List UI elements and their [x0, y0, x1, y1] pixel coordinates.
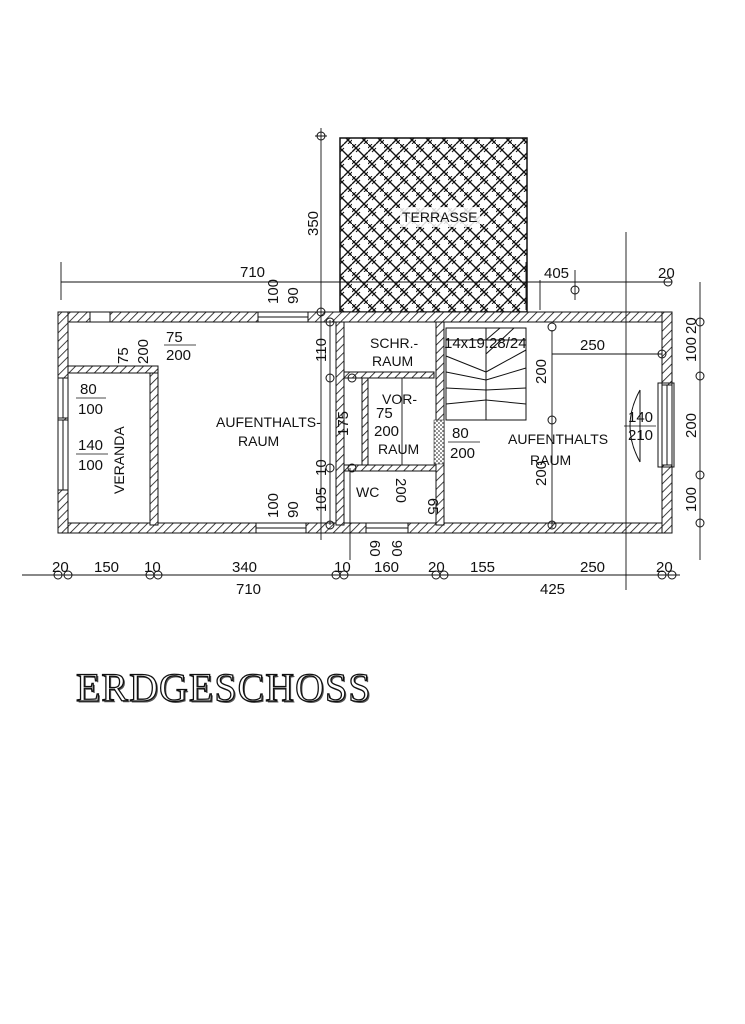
dim-100-bottom: 100	[265, 493, 282, 518]
dim-20-top: 20	[658, 265, 675, 282]
dim-80: 80	[80, 381, 97, 398]
dim-200-right-a: 200	[533, 359, 550, 384]
svg-text:155: 155	[470, 559, 495, 576]
dim-90-bottom: 90	[285, 501, 302, 518]
dim-90-wc: 90	[388, 540, 405, 557]
windows	[57, 311, 673, 534]
dim-80-door: 80	[452, 425, 469, 442]
dim-75-win: 75	[166, 329, 183, 346]
staircase	[445, 327, 527, 421]
svg-text:20: 20	[428, 559, 445, 576]
hall-label-2: RAUM	[378, 441, 419, 457]
dim-405: 405	[544, 265, 569, 282]
dim-710-bottom: 710	[236, 581, 261, 598]
floor-title: ERDGESCHOSS	[75, 664, 372, 710]
living-right-label-2: RAUM	[530, 452, 571, 468]
dim-col-100a: 100	[683, 337, 700, 362]
dim-425-bottom: 425	[540, 581, 565, 598]
stair-label: 14x19.28/24	[444, 335, 527, 352]
dim-75-vert: 75	[115, 347, 132, 364]
svg-text:10: 10	[144, 559, 161, 576]
dim-710-top: 710	[240, 264, 265, 281]
svg-text:250: 250	[580, 559, 605, 576]
dim-col-100b: 100	[683, 487, 700, 512]
dim-col-200: 200	[683, 413, 700, 438]
wc-label: WC	[356, 484, 379, 500]
dim-60: 60	[366, 540, 383, 557]
terrace-label: TERRASSE	[402, 209, 477, 225]
bottom-dimension-chain: 20 150 10 340 10 160 20 155 250 20 710 4…	[52, 559, 673, 598]
hall-label-1: VOR-	[382, 391, 417, 407]
dim-200-door: 200	[374, 423, 399, 440]
dim-10: 10	[313, 459, 330, 476]
dim-200-vert: 200	[135, 339, 152, 364]
dim-75-door: 75	[376, 405, 393, 422]
dimension-markers	[53, 131, 705, 580]
dim-col-20: 20	[683, 317, 700, 334]
living-right-label-1: AUFENTHALTS	[508, 431, 608, 447]
svg-text:20: 20	[52, 559, 69, 576]
svg-text:160: 160	[374, 559, 399, 576]
dim-210: 210	[628, 427, 653, 444]
dim-200-win: 200	[166, 347, 191, 364]
dim-200-right-b: 200	[533, 461, 550, 486]
dim-110: 110	[313, 338, 330, 362]
dim-350: 350	[305, 211, 322, 236]
dim-140-ver: 140	[78, 437, 103, 454]
dim-200-door2: 200	[450, 445, 475, 462]
dimension-texts: 350 710 100 90 405 20 110 75 200 75 200 …	[76, 211, 700, 557]
living-left-label-2: RAUM	[238, 433, 279, 449]
dim-250-right: 250	[580, 337, 605, 354]
closet-label-2: RAUM	[372, 353, 413, 369]
dim-90-top: 90	[285, 287, 302, 304]
veranda-label: VERANDA	[111, 426, 127, 494]
dim-175: 175	[335, 411, 352, 436]
dim-140: 140	[628, 409, 653, 426]
dim-200-wc: 200	[392, 478, 409, 503]
dim-65: 65	[424, 498, 441, 515]
svg-text:150: 150	[94, 559, 119, 576]
svg-text:10: 10	[334, 559, 351, 576]
closet-label-1: SCHR.-	[370, 335, 419, 351]
dim-100-ver: 100	[78, 401, 103, 418]
dim-100-top: 100	[265, 279, 282, 304]
living-left-label-1: AUFENTHALTS-	[216, 414, 321, 430]
dim-100-ver2: 100	[78, 457, 103, 474]
svg-text:340: 340	[232, 559, 257, 576]
room-labels: VERANDA AUFENTHALTS- RAUM SCHR.- RAUM VO…	[111, 335, 608, 500]
dim-105: 105	[313, 487, 330, 512]
dimension-lines	[22, 128, 701, 590]
svg-text:20: 20	[656, 559, 673, 576]
